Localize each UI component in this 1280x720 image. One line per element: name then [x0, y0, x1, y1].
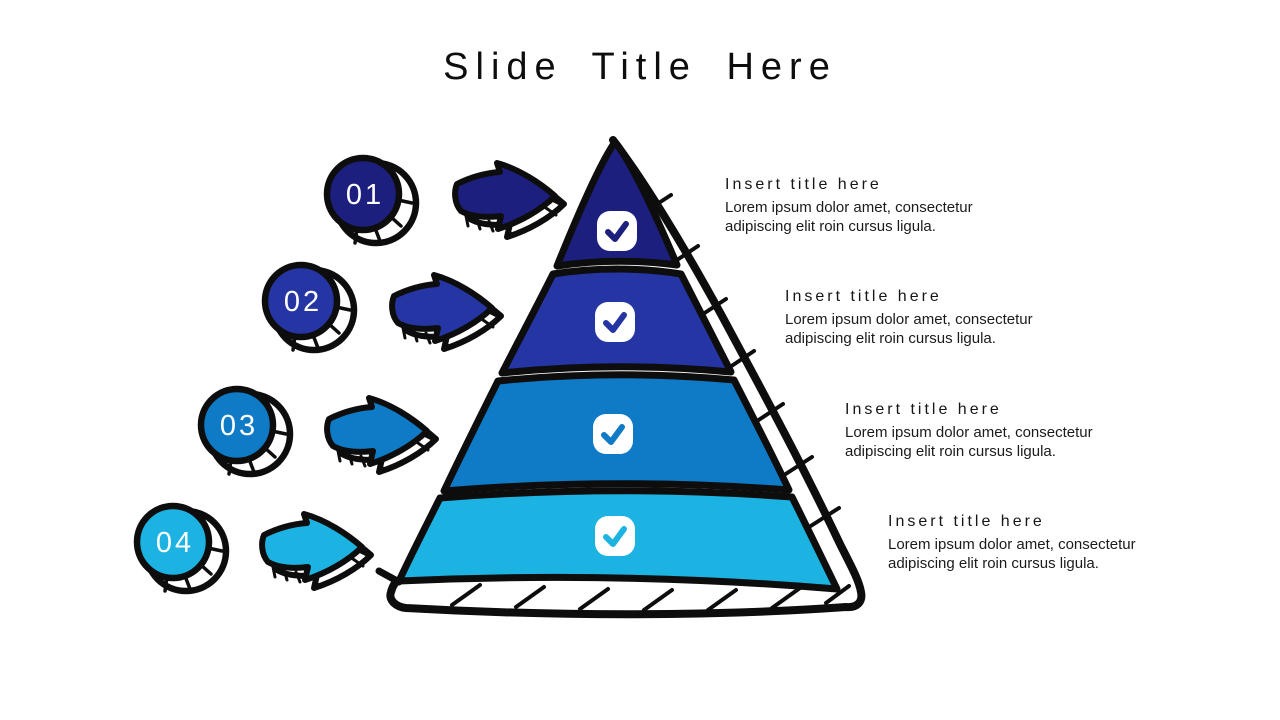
step-number: 04 — [156, 527, 194, 559]
check-icon-bg — [595, 516, 635, 556]
check-icon-level-1 — [597, 211, 637, 251]
check-icon-level-4 — [595, 516, 635, 556]
check-icon-bg — [593, 414, 633, 454]
check-icon-level-3 — [593, 414, 633, 454]
step-text-block-3: Insert title here Lorem ipsum dolor amet… — [845, 401, 1130, 461]
check-icon-bg — [595, 302, 635, 342]
step-circle-04: 04 — [133, 502, 230, 595]
step-number: 02 — [284, 286, 322, 318]
arrow-icon-4 — [262, 514, 371, 588]
step-text-block-4: Insert title here Lorem ipsum dolor amet… — [888, 513, 1173, 573]
check-glyph — [605, 221, 629, 242]
pyramid-outer-outline — [386, 136, 866, 619]
pyramid-level-1 — [553, 138, 681, 270]
check-glyph — [603, 526, 627, 547]
step-title: Insert title here — [888, 513, 1045, 530]
arrow-icon-1 — [455, 163, 564, 237]
step-circle-01: 01 — [323, 154, 420, 247]
step-circle-03: 03 — [197, 385, 294, 478]
step-number: 01 — [346, 179, 384, 211]
check-icon-level-2 — [595, 302, 635, 342]
check-glyph — [603, 312, 627, 333]
step-body: Lorem ipsum dolor amet, consectetur adip… — [845, 424, 1093, 460]
slide-title: Slide Title Here — [443, 46, 837, 88]
step-text-block-1: Insert title here Lorem ipsum dolor amet… — [725, 176, 1010, 236]
step-title: Insert title here — [725, 176, 882, 193]
step-number: 03 — [220, 410, 258, 442]
arrow-icon-3 — [327, 398, 436, 472]
step-text-block-2: Insert title here Lorem ipsum dolor amet… — [785, 288, 1070, 348]
step-body: Lorem ipsum dolor amet, consectetur adip… — [888, 536, 1136, 572]
arrow-icon-2 — [392, 275, 501, 349]
step-title: Insert title here — [845, 401, 1002, 418]
check-icon-bg — [597, 211, 637, 251]
step-body: Lorem ipsum dolor amet, consectetur adip… — [725, 199, 973, 235]
check-glyph — [601, 424, 625, 445]
step-body: Lorem ipsum dolor amet, consectetur adip… — [785, 311, 1033, 347]
pyramid-base-overshoot-stroke — [375, 567, 403, 586]
step-title: Insert title here — [785, 288, 942, 305]
step-circle-02: 02 — [261, 261, 358, 354]
